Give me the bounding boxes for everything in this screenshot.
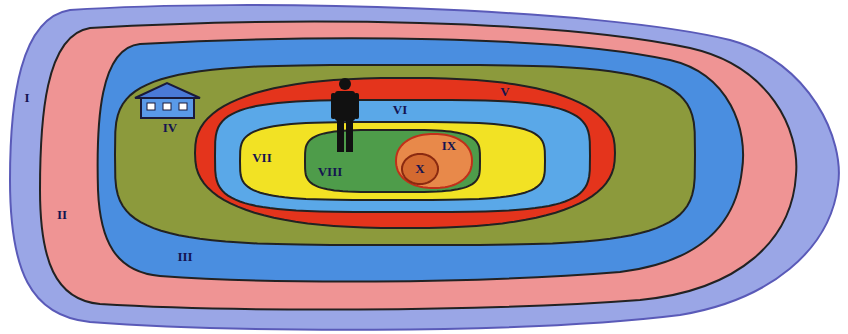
band-numeral: VI [393,103,407,117]
contour-band: III IV V VI VII VIII IX X [94,32,746,286]
band-outline [396,134,472,188]
house-window [147,103,155,110]
band-numeral: VIII [318,165,343,179]
band-numeral: V [500,85,509,99]
contour-band: VII VIII IX X [238,120,547,202]
person-head [339,78,351,90]
band-outline [115,65,695,245]
band-numeral: IX [442,139,456,153]
band-numeral: VII [252,151,272,165]
band-outline [240,122,545,200]
contour-band: IIIIIIIVVVIVIIVIIIIXX [8,3,844,333]
contour-band: VI VII VIII IX X [213,98,592,214]
band-numeral: X [415,162,424,176]
band-outline [98,38,744,281]
band-outline [195,78,615,228]
contour-band: IIIIIIVVVIVIIVIIIIXX [36,14,802,314]
person-icon [331,78,359,152]
band-numeral: IV [163,121,177,135]
band-numeral: I [24,91,29,105]
house-window [179,103,187,110]
band-outline [215,100,590,212]
house-window [163,103,171,110]
person-arm [331,93,336,119]
house-icon [135,83,200,118]
band-outline [402,154,438,184]
band-outline [305,130,480,192]
band-numeral: III [177,250,192,264]
contour-band: IX X [394,132,474,190]
contour-band: VIII IX X [303,128,482,194]
contour-band: IV V VI VII VIII IX X [113,63,697,247]
person-arm [354,93,359,119]
person-leg [346,120,353,152]
person-leg [337,120,344,152]
band-numeral: II [57,208,67,222]
house-roof [135,83,200,98]
person-torso [335,91,355,121]
contour-band: V VI VII VIII IX X [193,76,617,230]
contour-band: X [400,152,440,186]
band-outline [10,5,839,330]
band-outline [40,22,796,310]
house-body [141,98,194,118]
